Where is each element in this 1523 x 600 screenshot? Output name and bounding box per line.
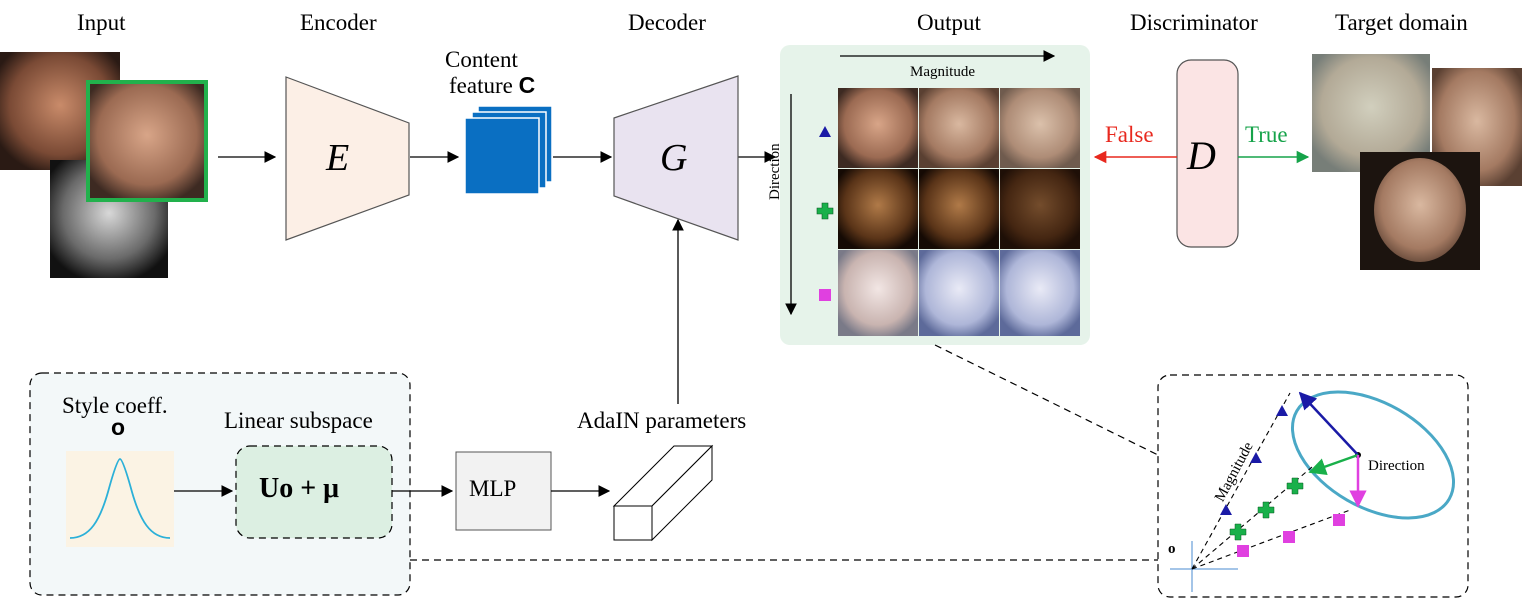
label-discriminator: Discriminator <box>1130 10 1258 35</box>
subspace-ellipse <box>1290 390 1456 520</box>
content-feature-line1: Content <box>445 47 518 72</box>
inset-dashed-rays <box>1191 392 1351 570</box>
geometry-inset <box>1157 374 1469 598</box>
encoder-symbol: E <box>326 137 350 179</box>
style-coeff-label: Style coeff. <box>62 393 168 418</box>
subspace-formula: Uo + μ <box>259 473 340 504</box>
input-photo-selected <box>86 80 208 202</box>
input-photos <box>0 52 208 278</box>
encoder-block <box>285 76 410 241</box>
inset-markers <box>1220 405 1345 557</box>
content-feature-text: feature <box>449 73 519 98</box>
content-feature-line2: feature C <box>449 72 535 99</box>
output-direction-label: Direction <box>767 143 783 200</box>
target-photos <box>1312 54 1522 270</box>
blue-direction-vector <box>1298 391 1359 456</box>
label-input: Input <box>77 10 126 35</box>
label-target-domain: Target domain <box>1335 10 1468 35</box>
inset-axes <box>1170 541 1238 592</box>
label-output: Output <box>917 10 981 35</box>
output-magnitude-label: Magnitude <box>910 64 975 80</box>
discriminator-symbol: D <box>1187 133 1216 178</box>
dashed-link-output-inset <box>934 344 1159 456</box>
linear-subspace-label: Linear subspace <box>224 408 373 433</box>
output-grid <box>838 88 1080 336</box>
gaussian-curve <box>69 458 171 539</box>
decoder-block <box>613 75 739 241</box>
inset-direction-label: Direction <box>1368 458 1425 474</box>
mlp-block <box>455 451 552 531</box>
false-label: False <box>1105 122 1154 147</box>
decoder-symbol: G <box>660 137 688 179</box>
inset-origin-label: o <box>1168 541 1176 557</box>
mlp-label: MLP <box>469 476 517 501</box>
content-feature-symbol: C <box>518 72 536 98</box>
label-encoder: Encoder <box>300 10 377 35</box>
gaussian-plot <box>66 451 174 547</box>
green-direction-vector <box>1308 453 1359 475</box>
adain-vector <box>612 444 714 542</box>
style-coeff-symbol: o <box>111 414 126 440</box>
adain-label: AdaIN parameters <box>577 408 747 433</box>
true-label: True <box>1245 122 1288 147</box>
magenta-square-icon <box>819 289 831 301</box>
green-plus-icon <box>816 202 834 220</box>
linear-subspace-box <box>235 445 393 539</box>
blue-triangle-icon <box>819 126 831 137</box>
discriminator-block <box>1176 59 1239 248</box>
content-feature-stack <box>464 105 553 195</box>
label-decoder: Decoder <box>628 10 706 35</box>
